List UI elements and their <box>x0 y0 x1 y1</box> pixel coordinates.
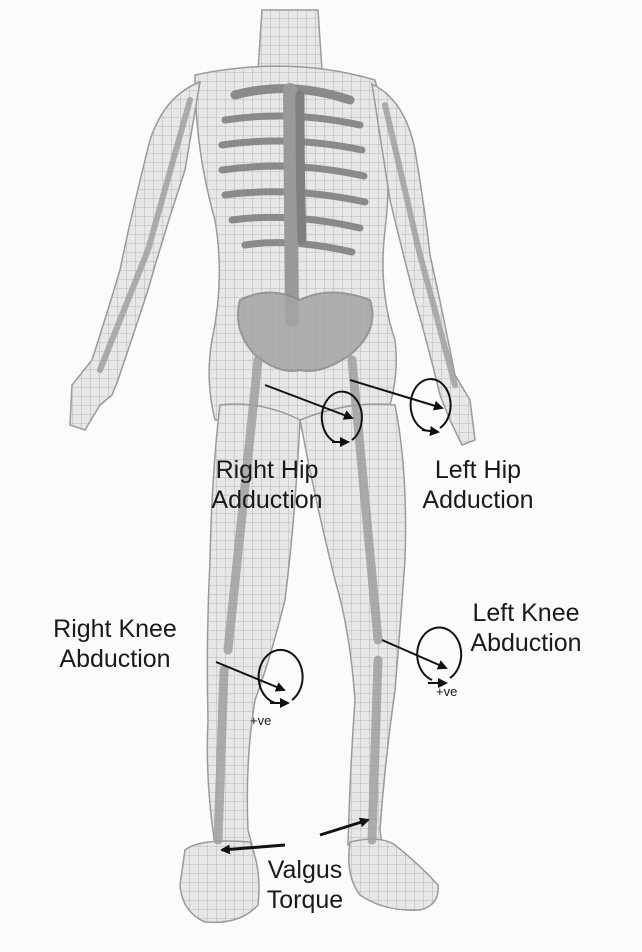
right-knee-label: Right Knee Abduction <box>40 614 190 674</box>
left-hip-label-line1: Left Hip <box>413 455 543 485</box>
valgus-torque-label: Valgus Torque <box>255 855 355 915</box>
left-hip-label: Left Hip Adduction <box>413 455 543 515</box>
right-knee-rotation-arc <box>259 650 303 703</box>
right-knee-sign: +ve <box>250 713 271 728</box>
left-knee-sign: +ve <box>436 684 457 699</box>
right-hip-label: Right Hip Adduction <box>207 455 327 515</box>
right-hip-label-line2: Adduction <box>207 485 327 515</box>
left-knee-label: Left Knee Abduction <box>458 598 594 658</box>
right-hip-label-line1: Right Hip <box>207 455 327 485</box>
valgus-torque-label-line2: Torque <box>255 885 355 915</box>
left-knee-label-line2: Abduction <box>458 628 594 658</box>
valgus-torque-label-line1: Valgus <box>255 855 355 885</box>
right-knee-label-line1: Right Knee <box>40 614 190 644</box>
left-knee-rotation-arc <box>417 627 461 680</box>
right-knee-label-line2: Abduction <box>40 644 190 674</box>
left-knee-label-line1: Left Knee <box>458 598 594 628</box>
left-hip-label-line2: Adduction <box>413 485 543 515</box>
